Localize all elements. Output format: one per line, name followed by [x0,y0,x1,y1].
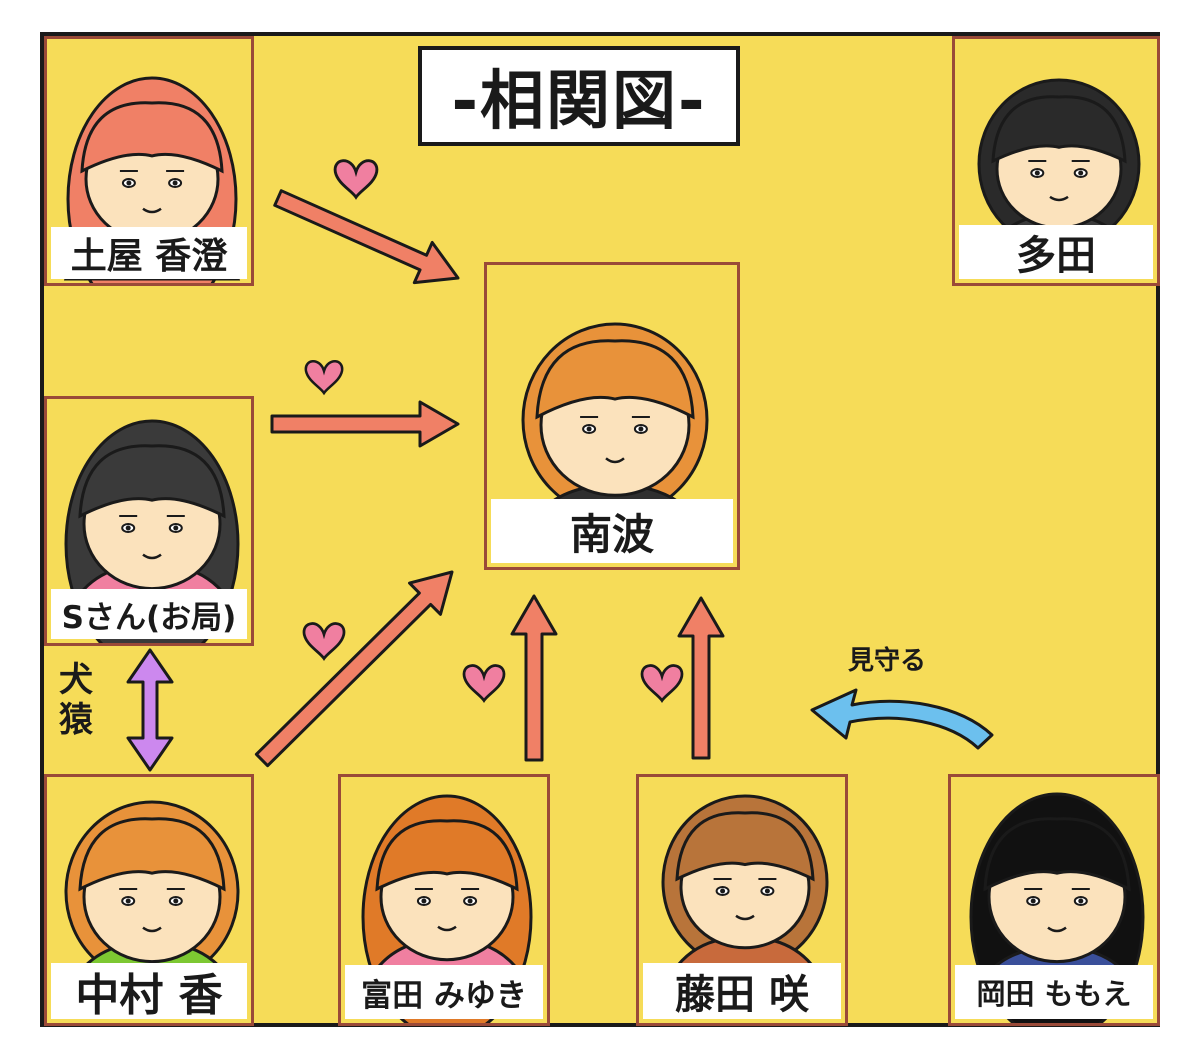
heart-icon [462,664,506,703]
heart-icon [304,360,344,396]
love-arrow-nakamura-to-nanba [254,570,454,768]
diagram-title: -相関図- [418,46,740,146]
card-okada: 岡田 ももえ [948,774,1160,1026]
name-tomita: 富田 みゆき [361,977,527,1014]
love-arrow-fujita-to-nanba [677,596,725,760]
name-tsuchiya: 土屋 香澄 [70,236,228,277]
nameplate-ta: 多田 [959,225,1153,279]
card-s-san: Sさん(お局) [44,396,254,646]
heart-icon [640,664,684,703]
kenen-label: 犬猿 [59,660,93,740]
name-nanba: 南波 [569,509,654,559]
card-nanba: 南波 [484,262,740,570]
rival-double-arrow [126,648,174,772]
love-arrow-s-san-to-nanba [270,400,460,448]
card-ta: 多田 [952,36,1160,286]
card-fujita: 藤田 咲 [636,774,848,1026]
nameplate-nakamura: 中村 香 [51,963,247,1019]
name-fujita: 藤田 咲 [675,972,809,1018]
love-arrow-tsuchiya-to-nanba [273,189,460,285]
mimamoru-label: 見守る [848,646,927,676]
nanba-portrait [518,322,712,547]
nameplate-okada: 岡田 ももえ [955,965,1153,1019]
heart-icon [302,622,346,661]
nameplate-tomita: 富田 みゆき [345,965,543,1019]
nameplate-nanba: 南波 [491,499,733,563]
watch-curved-arrow [810,688,994,750]
nameplate-tsuchiya: 土屋 香澄 [51,227,247,279]
name-nakamura: 中村 香 [75,970,223,1019]
diagram-title-text: -相関図- [451,65,707,139]
heart-icon [333,159,379,200]
nameplate-fujita: 藤田 咲 [643,963,841,1019]
card-nakamura: 中村 香 [44,774,254,1026]
name-okada: 岡田 ももえ [976,977,1132,1011]
name-s-san: Sさん(お局) [61,599,237,636]
love-arrow-tomita-to-nanba [510,594,558,762]
card-tomita: 富田 みゆき [338,774,550,1026]
nameplate-s-san: Sさん(お局) [51,589,247,639]
name-ta: 多田 [1016,233,1096,279]
card-tsuchiya: 土屋 香澄 [44,36,254,286]
